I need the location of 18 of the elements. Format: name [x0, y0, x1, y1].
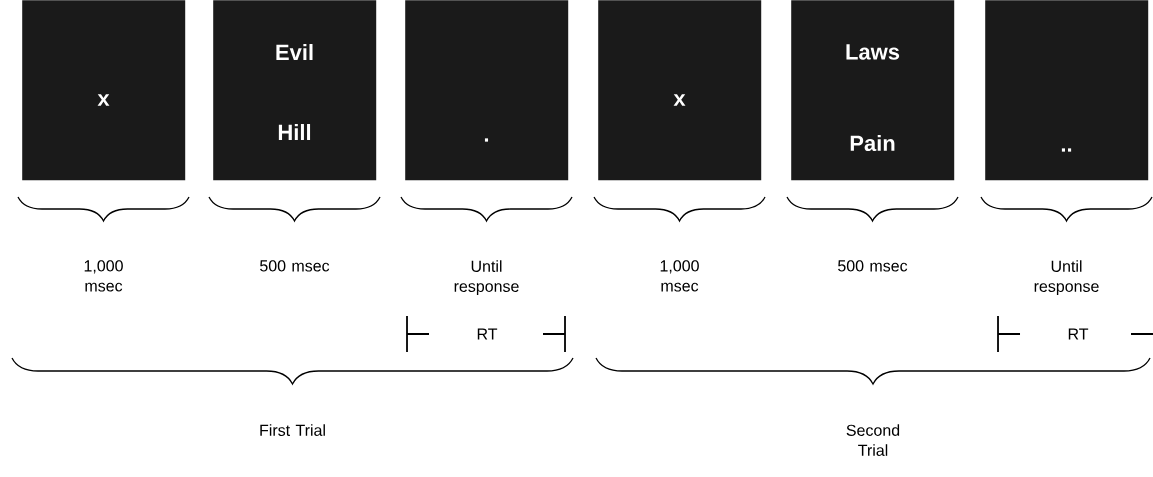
duration-label: Until response — [1034, 260, 1099, 296]
trial-label: First Trial — [260, 424, 325, 436]
duration-label: 1,000 msec — [660, 260, 699, 292]
stimulus-word: Pain — [850, 134, 895, 152]
time-label: RT — [1068, 328, 1089, 340]
stimulus-word: Laws — [846, 44, 900, 60]
duration-label: Until response — [454, 260, 519, 296]
trial-label: Second Trial — [846, 424, 900, 456]
stimulus-word: Hill — [278, 124, 311, 140]
stimulus-word: .. — [1061, 148, 1072, 152]
stimulus-word: x — [673, 94, 686, 106]
duration-label: 500 msec — [260, 260, 330, 272]
time-label: RT — [477, 328, 498, 340]
stimulus-word: Evil — [276, 44, 313, 60]
duration-label: 500 msec — [838, 260, 908, 272]
duration-label: 1,000 msec — [84, 260, 123, 292]
stimulus-word: x — [97, 94, 110, 106]
stimulus-word: . — [484, 138, 489, 142]
